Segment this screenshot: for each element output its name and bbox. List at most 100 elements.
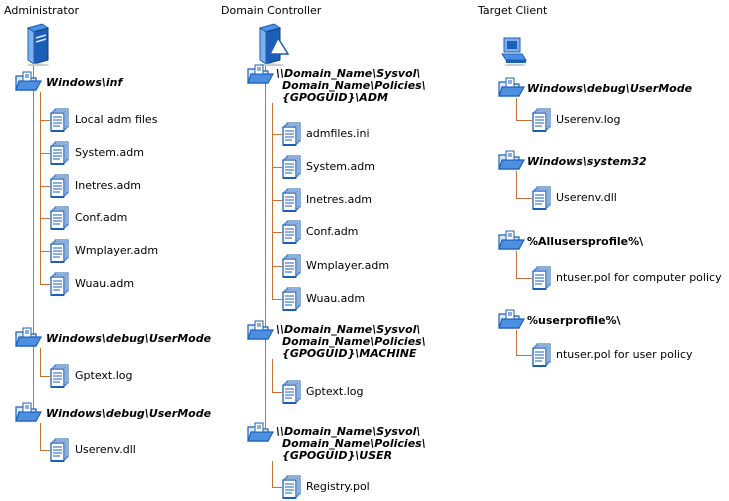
- file-connector-line: [272, 134, 282, 135]
- file-name-label: Local adm files: [75, 113, 158, 126]
- file-connector-line: [40, 376, 50, 377]
- folder-path-label: Domain_Name\Policies\: [282, 437, 426, 450]
- folder-path-label: Windows\inf: [46, 76, 123, 89]
- open-folder-icon: [14, 326, 42, 350]
- file-name-label: Wuau.adm: [75, 277, 135, 290]
- folder-path-label: \\Domain_Name\Sysvol\: [276, 425, 421, 438]
- file-name-label: ntuser.pol for computer policy: [556, 271, 722, 284]
- branch-line: [40, 348, 41, 376]
- branch-line: [516, 171, 517, 198]
- domain-controller-icon: [256, 22, 292, 66]
- file-connector-line: [40, 251, 50, 252]
- document-icon: [282, 287, 302, 313]
- file-connector-line: [40, 120, 50, 121]
- folder-path-label: Domain_Name\Policies\: [282, 79, 426, 92]
- document-icon: [282, 122, 302, 148]
- file-name-label: Registry.pol: [306, 480, 370, 493]
- document-icon: [282, 475, 302, 501]
- document-icon: [50, 364, 70, 390]
- file-name-label: Wuau.adm: [306, 292, 366, 305]
- folder-path-label: Windows\debug\UserMode: [46, 332, 212, 345]
- folder-path-label: Windows\debug\UserMode: [46, 407, 212, 420]
- trunk-line: [265, 66, 266, 431]
- file-name-label: ntuser.pol for user policy: [556, 348, 693, 361]
- file-name-label: Gptext.log: [75, 369, 133, 382]
- file-connector-line: [516, 120, 532, 121]
- file-connector-line: [40, 218, 50, 219]
- file-connector-line: [516, 198, 532, 199]
- file-name-label: Gptext.log: [306, 385, 364, 398]
- open-folder-icon: [14, 401, 42, 425]
- branch-line: [516, 330, 517, 355]
- file-name-label: Wmplayer.adm: [75, 244, 159, 257]
- open-folder-icon: [497, 229, 525, 253]
- file-name-label: admfiles.ini: [306, 127, 370, 140]
- file-name-label: Userenv.dll: [556, 191, 617, 204]
- document-icon: [532, 266, 552, 292]
- open-folder-icon: [14, 70, 42, 94]
- file-connector-line: [272, 299, 282, 300]
- file-connector-line: [272, 200, 282, 201]
- client-computer-icon: [500, 36, 528, 66]
- file-name-label: Conf.adm: [306, 225, 359, 238]
- domain-controller-title: Domain Controller: [221, 4, 322, 17]
- folder-path-label: Windows\debug\UserMode: [527, 82, 693, 95]
- file-connector-line: [40, 186, 50, 187]
- open-folder-icon: [497, 76, 525, 100]
- file-name-label: Userenv.log: [556, 113, 621, 126]
- folder-path-label: {GPOGUID}\MACHINE: [282, 347, 417, 360]
- document-icon: [50, 174, 70, 200]
- target-client-title: Target Client: [478, 4, 548, 17]
- folder-path-label: %Allusersprofile%\: [527, 235, 644, 248]
- document-icon: [50, 108, 70, 134]
- file-connector-line: [40, 284, 50, 285]
- branch-line: [272, 461, 273, 487]
- folder-path-label: Windows\system32: [527, 155, 647, 168]
- branch-line: [272, 103, 273, 299]
- file-connector-line: [272, 392, 282, 393]
- file-name-label: System.adm: [306, 160, 375, 173]
- document-icon: [50, 239, 70, 265]
- branch-line: [40, 423, 41, 450]
- file-name-label: Wmplayer.adm: [306, 259, 390, 272]
- folder-path-label: Domain_Name\Policies\: [282, 335, 426, 348]
- document-icon: [282, 380, 302, 406]
- open-folder-icon: [497, 149, 525, 173]
- folder-path-label: \\Domain_Name\Sysvol\: [276, 323, 421, 336]
- file-connector-line: [272, 232, 282, 233]
- file-name-label: Conf.adm: [75, 211, 128, 224]
- file-connector-line: [272, 167, 282, 168]
- document-icon: [282, 155, 302, 181]
- file-name-label: Inetres.adm: [306, 193, 373, 206]
- document-icon: [532, 186, 552, 212]
- folder-path-label: \\Domain_Name\Sysvol\: [276, 67, 421, 80]
- document-icon: [50, 206, 70, 232]
- branch-line: [516, 98, 517, 120]
- file-name-label: Userenv.dll: [75, 443, 136, 456]
- document-icon: [50, 141, 70, 167]
- folder-path-label: {GPOGUID}\USER: [282, 449, 393, 462]
- document-icon: [282, 220, 302, 246]
- folder-path-label: %userprofile%\: [527, 314, 621, 327]
- document-icon: [50, 272, 70, 298]
- open-folder-icon: [246, 319, 274, 343]
- file-connector-line: [40, 153, 50, 154]
- branch-line: [40, 92, 41, 284]
- document-icon: [50, 438, 70, 464]
- file-connector-line: [272, 266, 282, 267]
- branch-line: [516, 251, 517, 278]
- file-connector-line: [516, 355, 532, 356]
- open-folder-icon: [246, 421, 274, 445]
- document-icon: [532, 343, 552, 369]
- document-icon: [282, 188, 302, 214]
- open-folder-icon: [497, 308, 525, 332]
- open-folder-icon: [246, 63, 274, 87]
- file-name-label: System.adm: [75, 146, 144, 159]
- folder-path-label: {GPOGUID}\ADM: [282, 91, 388, 104]
- file-name-label: Inetres.adm: [75, 179, 142, 192]
- branch-line: [272, 359, 273, 392]
- file-connector-line: [40, 450, 50, 451]
- administrator-title: Administrator: [4, 4, 79, 17]
- document-icon: [532, 108, 552, 134]
- server-icon: [24, 22, 50, 66]
